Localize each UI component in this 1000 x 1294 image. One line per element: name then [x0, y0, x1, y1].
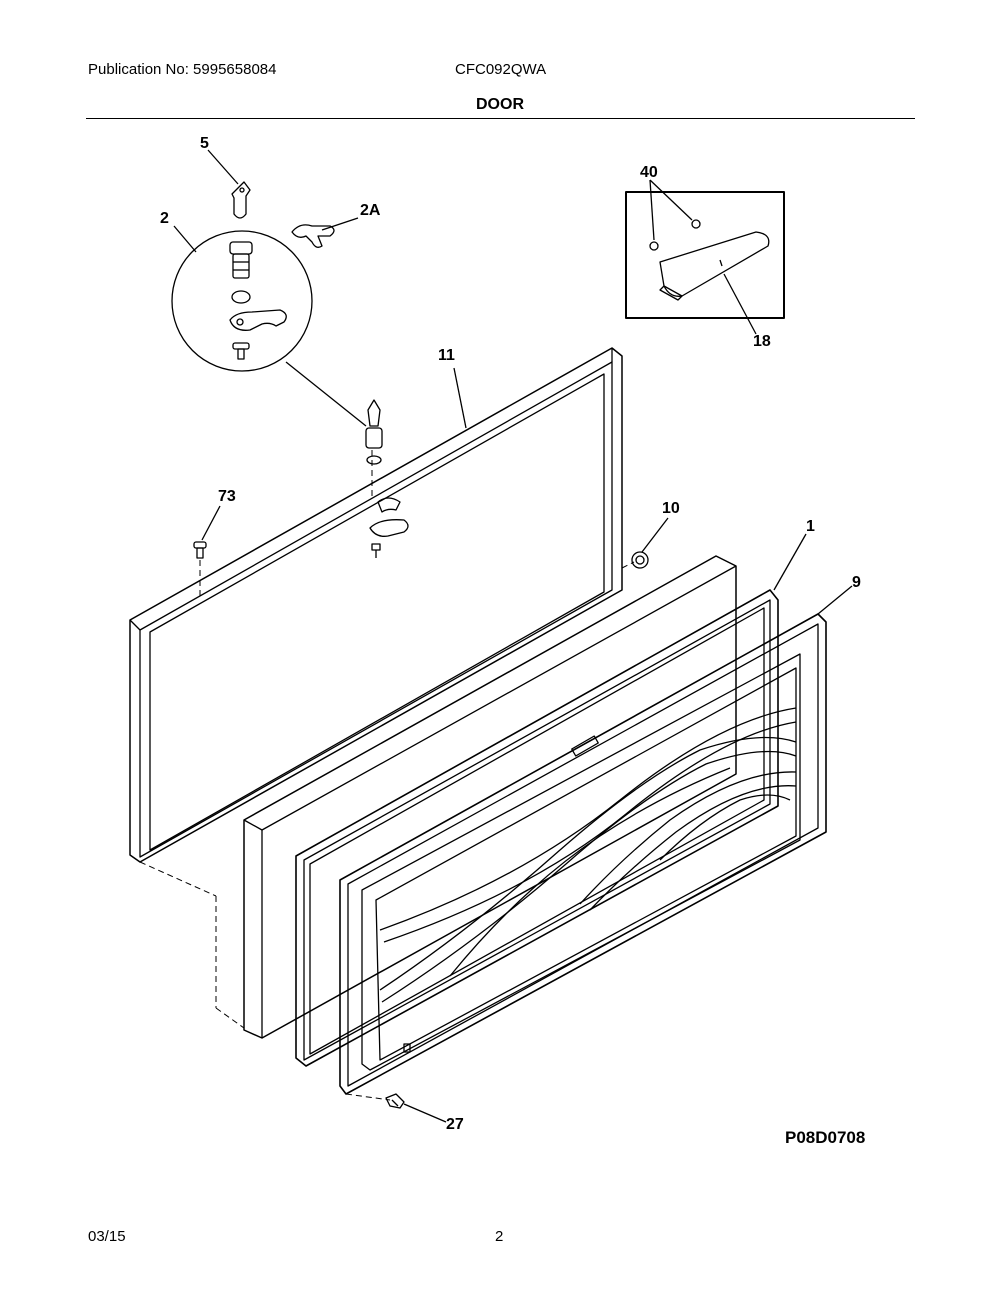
door-gasket: [295, 589, 779, 1067]
model-number: CFC092QWA: [455, 61, 547, 78]
callout-9: 9: [852, 574, 861, 591]
callout-27: 27: [446, 1116, 464, 1133]
lock-detail-circle: [171, 230, 313, 372]
callout-5: 5: [200, 135, 209, 152]
callout-2a: 2A: [360, 202, 381, 219]
clip-part: [291, 224, 335, 248]
callout-11: 11: [438, 347, 455, 364]
insulation-block: [243, 555, 737, 1039]
handle-inset-box: [625, 191, 785, 319]
publication-number: Publication No: 5995658084: [88, 61, 277, 78]
callout-2: 2: [160, 210, 169, 227]
bumper-part: [631, 551, 649, 569]
callout-18: 18: [753, 333, 771, 350]
outer-door-panel: [129, 347, 623, 863]
diagram-code: P08D0708: [785, 1128, 866, 1147]
key-part: [231, 181, 251, 219]
footer-date: 03/15: [88, 1228, 126, 1245]
screw-part: [385, 1093, 405, 1109]
inner-door-liner: [339, 613, 827, 1095]
alignment-lines: [139, 450, 635, 1101]
leader-lines: [173, 149, 853, 1123]
callout-73: 73: [218, 488, 236, 505]
callout-1: 1: [806, 518, 815, 535]
callout-10: 10: [662, 500, 680, 517]
plug-part: [193, 541, 207, 559]
page-number: 2: [495, 1228, 504, 1245]
section-title: DOOR: [476, 96, 524, 113]
callout-40: 40: [640, 164, 658, 181]
lock-parts-assembled: [365, 399, 409, 558]
header-rule: [86, 118, 915, 119]
